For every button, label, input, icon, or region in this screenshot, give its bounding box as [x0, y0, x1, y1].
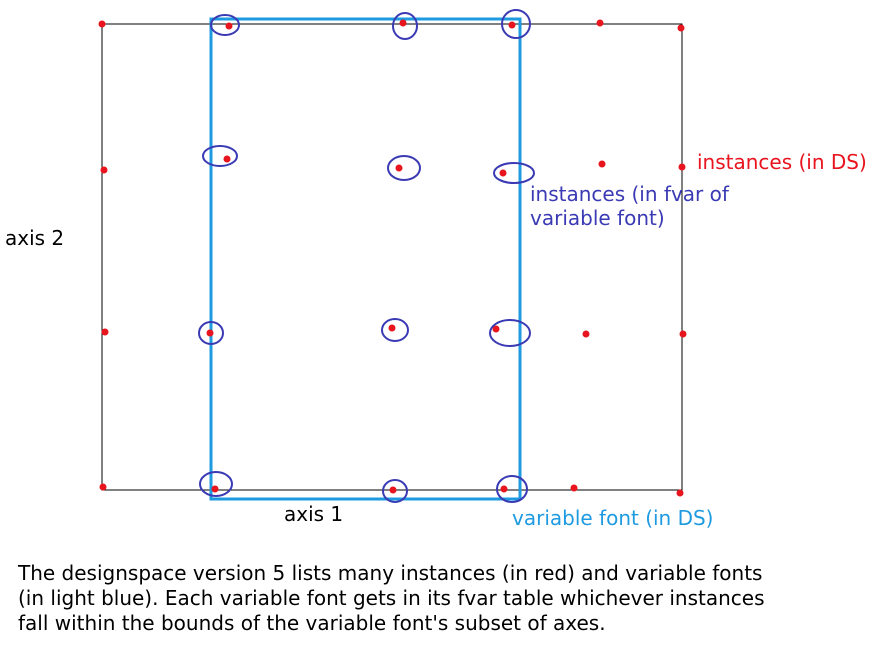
instances-fvar-label-line1: instances (in fvar of: [530, 182, 730, 206]
instance-dot: [677, 24, 685, 32]
instance-dot: [98, 20, 106, 28]
axis-1-label: axis 1: [284, 502, 343, 526]
instance-dot: [225, 22, 233, 30]
fvar-instance-circle: [387, 155, 421, 181]
fvar-instance-circle: [198, 321, 224, 345]
caption-line: (in light blue). Each variable font gets…: [18, 586, 765, 610]
caption-line: fall within the bounds of the variable f…: [18, 611, 606, 635]
fvar-instance-circle: [501, 9, 531, 39]
instance-dot: [101, 328, 109, 336]
instance-dot: [211, 485, 219, 493]
instance-dot: [206, 329, 214, 337]
ds-instances: [98, 19, 687, 497]
caption: The designspace version 5 lists many ins…: [18, 561, 878, 636]
fvar-instance-circle: [382, 479, 408, 503]
instance-dot: [223, 155, 231, 163]
instance-dot: [678, 163, 686, 171]
instance-dot: [570, 484, 578, 492]
designspace-boundary: [101, 23, 683, 491]
instance-dot: [679, 330, 687, 338]
fvar-instance-markers: [198, 9, 535, 503]
instance-dot: [499, 169, 507, 177]
instance-dot: [596, 19, 604, 27]
fvar-instance-circle: [392, 12, 418, 40]
fvar-instance-circle: [202, 145, 238, 167]
fvar-instance-circle: [489, 319, 531, 347]
variable-font-box: [209, 17, 522, 501]
instance-dot: [492, 325, 500, 333]
instance-dot: [500, 485, 508, 493]
fvar-instance-circle: [493, 162, 535, 184]
instance-dot: [598, 160, 606, 168]
fvar-instance-circle: [381, 318, 409, 342]
instance-dot: [676, 489, 684, 497]
variable-font-label: variable font (in DS): [512, 506, 713, 530]
instance-dot: [389, 486, 397, 494]
instance-dot: [100, 166, 108, 174]
instance-dot: [582, 330, 590, 338]
instances-ds-label: instances (in DS): [697, 150, 867, 174]
instance-dot: [508, 21, 516, 29]
fvar-instance-circle: [210, 14, 240, 36]
caption-line: The designspace version 5 lists many ins…: [18, 561, 763, 585]
instance-dot: [395, 164, 403, 172]
instance-dot: [399, 19, 407, 27]
instance-dot: [99, 483, 107, 491]
fvar-instance-circle: [199, 471, 233, 497]
fvar-instance-circle: [496, 475, 528, 503]
instances-fvar-label-line2: variable font): [530, 206, 665, 230]
instance-dot: [388, 324, 396, 332]
axis-2-label: axis 2: [5, 226, 64, 250]
